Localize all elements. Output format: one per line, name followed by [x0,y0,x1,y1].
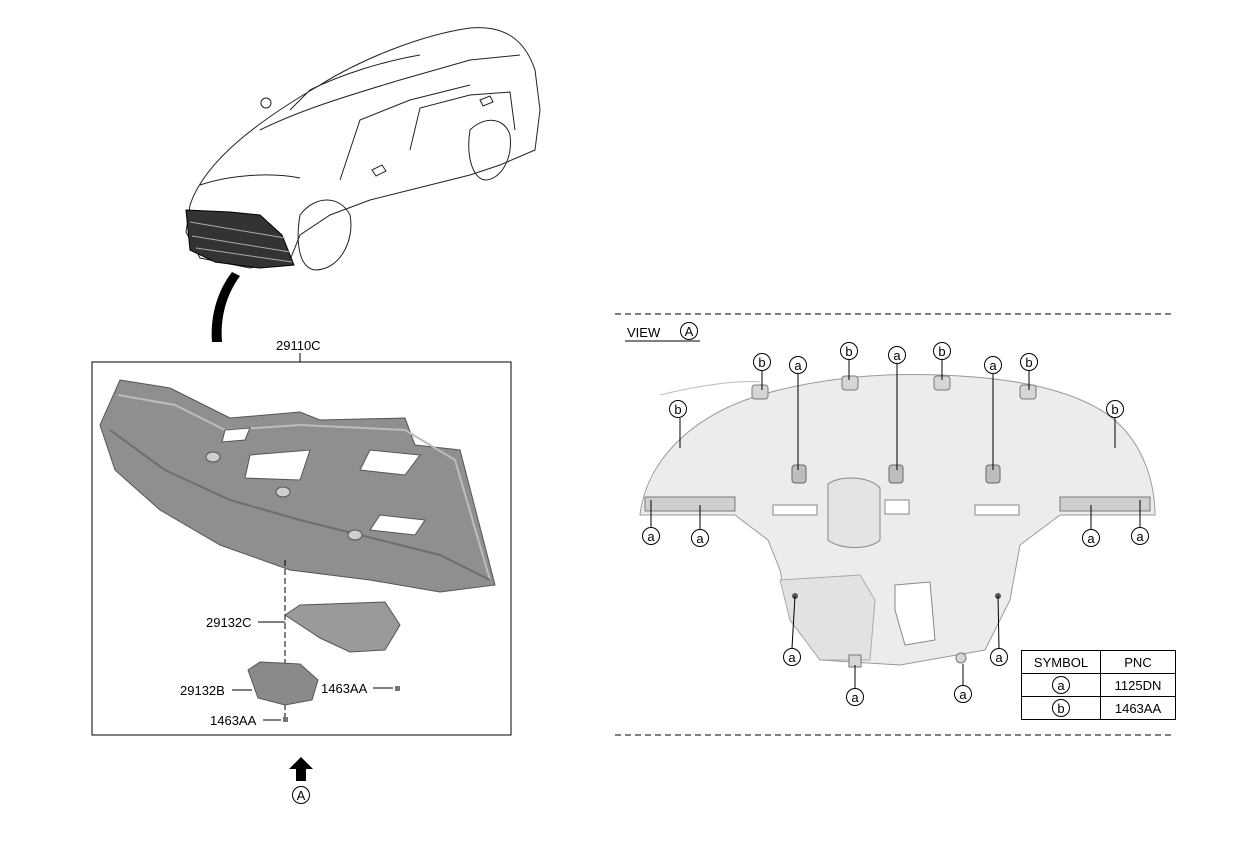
undercover-flat-view [639,373,1156,668]
table-symbol: a [1052,676,1070,694]
table-pnc: 1463AA [1100,696,1176,720]
car-front-highlight [185,209,295,269]
symbol-b: b [1106,400,1124,418]
symbol-b: b [669,400,687,418]
table-row: b 1463AA [1021,696,1176,720]
car-outline [185,27,541,271]
symbol-a: a [888,346,906,364]
cover-29132b-shape [247,661,319,706]
view-letter-symbol: A [680,322,698,340]
view-leaders [650,360,1141,688]
symbol-pnc-table: SYMBOL PNC a 1125DN b 1463AA [1021,650,1176,720]
view-label: VIEW [627,325,661,340]
symbol-b: b [1020,353,1038,371]
symbol-a: a [1082,529,1100,547]
cover-29132c-shape [284,601,401,653]
label-29132c: 29132C [206,615,252,630]
symbol-a: a [783,648,801,666]
symbol-a: a [789,356,807,374]
view-marker-symbol: A [292,786,310,804]
clip-bottom-shape [283,717,288,722]
label-1463aa-bottom: 1463AA [210,713,257,728]
symbol-a: a [691,529,709,547]
symbol-a: a [984,356,1002,374]
symbol-a: a [1131,527,1149,545]
view-direction-arrow [289,757,313,781]
symbol-a: a [642,527,660,545]
symbol-b: b [933,342,951,360]
symbol-a: a [846,688,864,706]
label-1463aa-right: 1463AA [321,681,368,696]
clip-right-shape [395,686,400,691]
exploded-view-frame [91,361,512,736]
label-29110c: 29110C [276,338,321,353]
table-row: a 1125DN [1021,673,1176,697]
table-pnc: 1125DN [1100,673,1176,697]
symbol-a: a [954,685,972,703]
pointer-arrow [211,272,240,342]
header-symbol: SYMBOL [1021,650,1101,674]
table-symbol: b [1052,699,1070,717]
symbol-b: b [840,342,858,360]
table-header-row: SYMBOL PNC [1021,650,1176,674]
header-pnc: PNC [1100,650,1176,674]
symbol-a: a [990,648,1008,666]
symbol-b: b [753,353,771,371]
undercover-3d [99,379,496,593]
label-29132b: 29132B [180,683,225,698]
